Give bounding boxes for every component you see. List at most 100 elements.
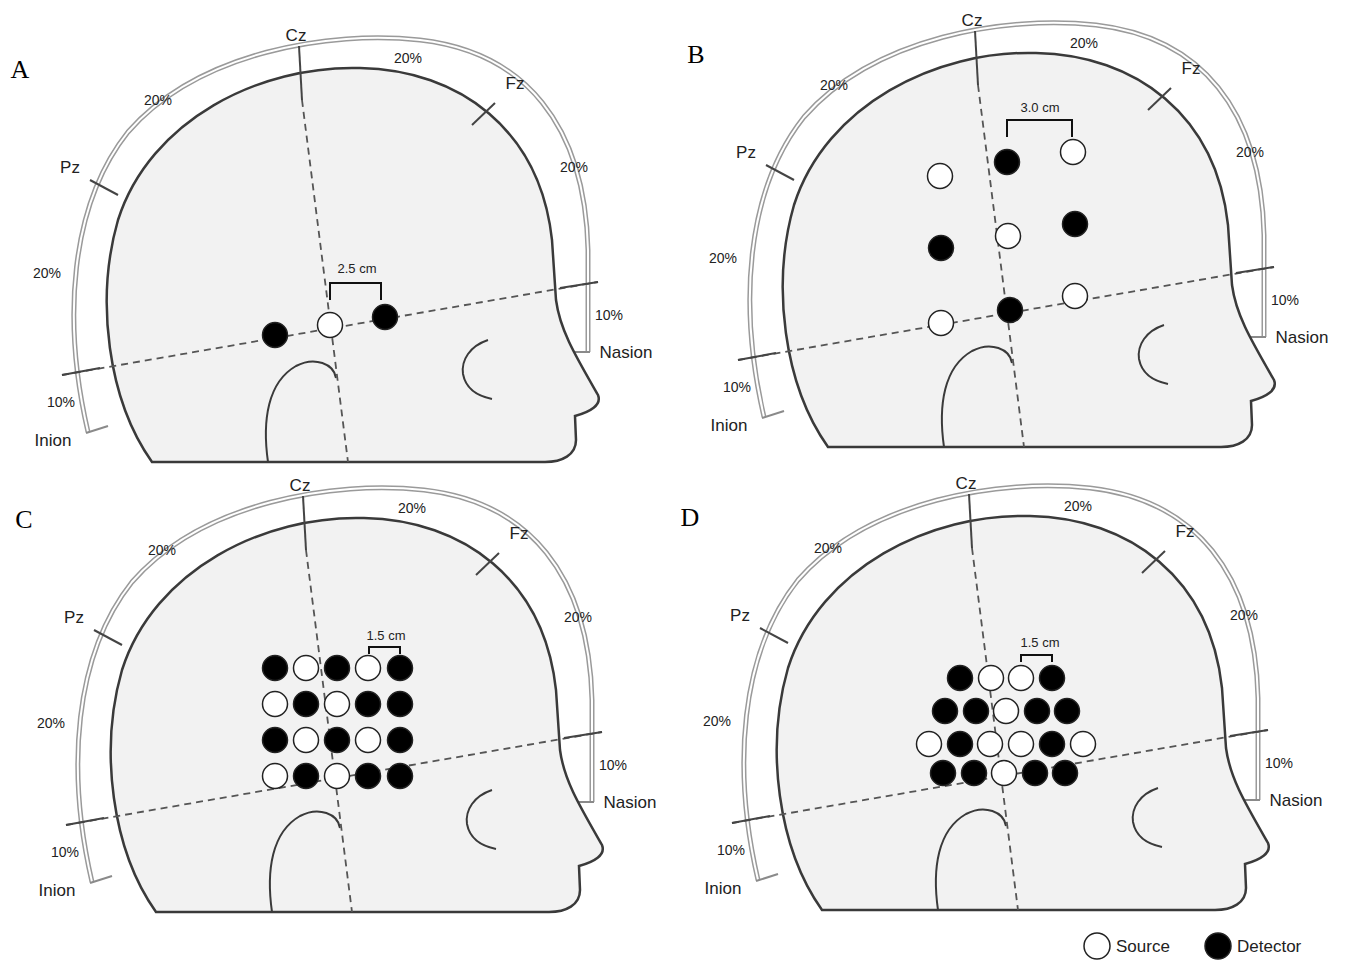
landmark-label: 10% [595,308,623,322]
landmark-label: 20% [1064,499,1092,513]
source-optode [1071,732,1096,757]
dimension-label: 2.5 cm [336,262,377,275]
landmark-label: Inion [711,417,748,434]
landmark-label: Fz [1182,60,1201,77]
source-optode [325,692,350,717]
panel-letter: D [681,505,700,531]
detector-optode [263,323,288,348]
landmark-label: 20% [814,541,842,555]
detector-optode [294,764,319,789]
detector-optode [294,692,319,717]
source-sample [1084,933,1110,959]
detector-optode [263,728,288,753]
detector-optode [356,692,381,717]
detector-optode [931,761,956,786]
panel-letter: B [687,42,704,68]
landmark-label: Fz [1176,523,1195,540]
source-optode [978,732,1003,757]
landmark-label: Pz [60,159,80,176]
landmark-label: Pz [64,609,84,626]
detector-optode [1055,699,1080,724]
legend-text: Detector [1237,938,1301,955]
source-optode [294,728,319,753]
source-optode [994,699,1019,724]
legend-text: Source [1116,938,1170,955]
landmark-label: 20% [144,93,172,107]
detector-sample [1205,933,1231,959]
detector-optode [1063,212,1088,237]
detector-optode [948,732,973,757]
source-optode [294,656,319,681]
detector-optode [1040,666,1065,691]
landmark-label: 10% [1271,293,1299,307]
landmark-label: 20% [148,543,176,557]
source-optode [996,224,1021,249]
source-optode [992,761,1017,786]
landmark-label: 20% [398,501,426,515]
source-optode [1063,284,1088,309]
detector-optode [1025,699,1050,724]
landmark-label: Fz [510,525,529,542]
landmark-label: 10% [51,845,79,859]
landmark-label: Inion [705,880,742,897]
detector-optode [388,764,413,789]
detector-optode [1053,761,1078,786]
dimension-label: 1.5 cm [1019,636,1060,649]
source-optode [325,764,350,789]
source-optode [263,764,288,789]
source-optode [917,732,942,757]
detector-optode [325,728,350,753]
detector-optode [998,298,1023,323]
landmark-label: Pz [736,144,756,161]
landmark-label: 20% [560,160,588,174]
source-optode [263,692,288,717]
source-optode [318,313,343,338]
landmark-label: Cz [290,477,311,494]
detector-optode [263,656,288,681]
landmark-label: 20% [37,716,65,730]
detector-optode [933,699,958,724]
landmark-label: 10% [723,380,751,394]
landmark-label: 10% [717,843,745,857]
landmark-label: 20% [1236,145,1264,159]
source-optode [356,656,381,681]
source-optode [1009,732,1034,757]
landmark-label: Inion [35,432,72,449]
landmark-label: Nasion [1276,329,1329,346]
source-optode [929,311,954,336]
detector-optode [325,656,350,681]
landmark-label: Cz [286,27,307,44]
detector-optode [388,728,413,753]
landmark-label: Cz [956,475,977,492]
dimension-label: 3.0 cm [1019,101,1060,114]
source-optode [356,728,381,753]
landmark-label: Nasion [604,794,657,811]
detector-optode [356,764,381,789]
landmark-label: 10% [1265,756,1293,770]
source-optode [1061,140,1086,165]
detector-optode [948,666,973,691]
detector-optode [1023,761,1048,786]
landmark-label: 20% [33,266,61,280]
dimension-label: 1.5 cm [365,629,406,642]
landmark-label: 20% [709,251,737,265]
landmark-label: Nasion [600,344,653,361]
detector-optode [388,692,413,717]
landmark-label: 20% [703,714,731,728]
detector-optode [962,761,987,786]
landmark-label: 20% [820,78,848,92]
detector-optode [1040,732,1065,757]
source-optode [1009,666,1034,691]
landmark-label: Inion [39,882,76,899]
landmark-label: 20% [1230,608,1258,622]
detector-optode [929,236,954,261]
source-optode [928,164,953,189]
panel-letter: C [15,507,32,533]
landmark-label: Fz [506,75,525,92]
landmark-label: 20% [564,610,592,624]
detector-optode [388,656,413,681]
landmark-label: Cz [962,12,983,29]
landmark-label: 20% [394,51,422,65]
